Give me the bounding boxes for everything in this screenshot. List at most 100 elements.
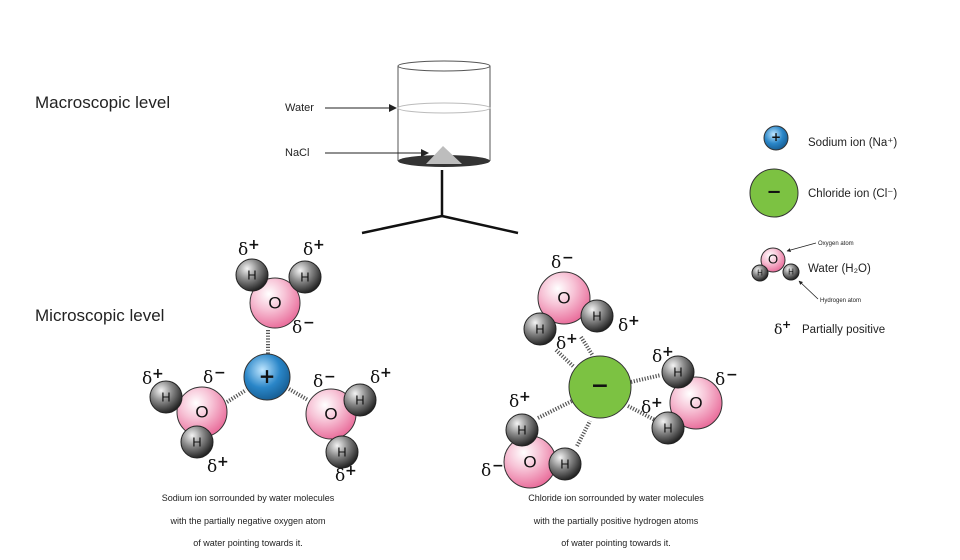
partial-charge: δ+ [618,313,640,336]
caption-line: of water pointing towards it. [193,538,303,548]
charge-sign: − [303,315,315,331]
delta-symbol: δ [481,461,491,481]
delta-symbol: δ [203,368,213,388]
oxygen-atom [249,277,301,329]
hydrogen-symbol: H [161,390,170,405]
hydrogen-atom [580,299,614,333]
chloride-ion-sign: − [591,374,609,399]
chloride-ion [568,355,632,419]
chloride-caption: Chloride ion sorrounded by water molecul… [528,493,704,548]
water-molecule: O H H [503,413,582,489]
partial-charge: δ+ [335,463,357,486]
oxygen-symbol: O [268,294,281,313]
hydrogen-atom [343,383,377,417]
partial-charge: δ+ [509,389,531,412]
nacl-label: NaCl [285,147,309,159]
hydrogen-atom [505,413,539,447]
hydrogen-atom [661,355,695,389]
charge-sign: + [313,237,325,253]
delta-symbol: δ [774,322,782,338]
hydrogen-atom [523,312,557,346]
delta-symbol: δ [509,392,519,412]
hydrogen-symbol: H [560,457,569,472]
caption-line: Sodium ion sorrounded by water molecules [162,493,335,503]
hydrogen-symbol: H [355,393,364,408]
bond-dash [225,388,248,404]
bond-dash [627,404,656,422]
caption-line: of water pointing towards it. [561,538,671,548]
charge-sign: − [726,367,738,383]
partial-charge: δ+ [556,331,578,354]
charge-sign: − [562,250,574,266]
delta-symbol: δ [551,253,561,273]
charge-sign: + [152,366,164,382]
delta-symbol: δ [556,334,566,354]
oxygen-symbol: O [195,403,208,422]
caption-line: with the partially negative oxygen atom [169,516,325,526]
branch-connector [361,170,519,235]
hydrogen-symbol: H [663,421,672,436]
bond-dash [537,399,573,420]
oxygen-atom [669,376,723,430]
oxygen-symbol: O [324,405,337,424]
charge-sign: + [248,237,260,253]
chloride-cluster: O H H O H H O H H − δ− δ+ δ+ [481,250,738,489]
partial-charge: δ− [313,369,336,392]
delta-symbol: δ [313,372,323,392]
charge-sign: − [324,369,336,385]
delta-symbol: δ [618,316,628,336]
delta-symbol: δ [641,398,651,418]
legend-sodium-sign: + [771,130,781,144]
legend-partial-icon: δ + [774,318,791,338]
hydrogen-atom-note: Hydrogen atom [820,298,861,304]
partial-charge: δ+ [370,365,392,388]
charge-sign: − [214,365,226,381]
legend-water-label: Water (H₂O) [808,263,871,275]
hydrogen-symbol: H [300,270,309,285]
caption-line: Chloride ion sorrounded by water molecul… [528,493,704,503]
caption-line: with the partially positive hydrogen ato… [533,516,699,526]
hydrogen-symbol: H [757,269,763,278]
oxygen-atom-note: Oxygen atom [818,241,854,247]
charge-sign: + [782,318,791,331]
partial-charge: δ− [481,458,504,481]
microscopic-level-label: Microscopic level [35,306,164,325]
delta-symbol: δ [652,347,662,367]
charge-sign: + [662,344,674,360]
legend-chloride-label: Chloride ion (Cl⁻) [808,188,897,200]
sodium-ion-sign: + [259,364,276,388]
water-molecule: O H H [305,383,377,469]
hydrogen-atom [548,447,582,481]
partial-charge: δ+ [641,395,663,418]
delta-symbol: δ [715,370,725,390]
charge-sign: + [651,395,663,411]
delta-symbol: δ [292,318,302,338]
oxygen-note-arrow [786,242,817,252]
water-label: Water [285,102,314,114]
partial-charge: δ− [715,367,738,390]
sodium-ion [243,353,291,401]
charge-sign: + [380,365,392,381]
hydrogen-atom [180,425,214,459]
charge-sign: + [628,313,640,329]
hydrogen-symbol: H [192,435,201,450]
oxygen-atom [537,271,591,325]
partial-charge: δ+ [238,237,260,260]
partial-charge: δ− [551,250,574,273]
macroscopic-level-label: Macroscopic level [35,93,170,112]
beaker [397,60,491,167]
hydrogen-atom [235,258,269,292]
partial-charge: δ− [203,365,226,388]
partial-charge: δ+ [142,366,164,389]
hydrogen-symbol: H [517,423,526,438]
sodium-cluster: O H H O H H O H H + δ+ δ+ δ− [142,237,392,486]
bond-dash [554,348,576,369]
legend: + Sodium ion (Na⁺) − Chloride ion (Cl⁻) … [749,125,897,338]
hydrogen-atom [325,435,359,469]
legend-chloride-sign: − [766,182,781,203]
charge-sign: + [566,331,578,347]
legend-sodium-label: Sodium ion (Na⁺) [808,137,897,149]
oxygen-symbol: O [768,252,778,267]
legend-water-icon: O H H [751,247,800,282]
bond-dash [630,373,662,384]
